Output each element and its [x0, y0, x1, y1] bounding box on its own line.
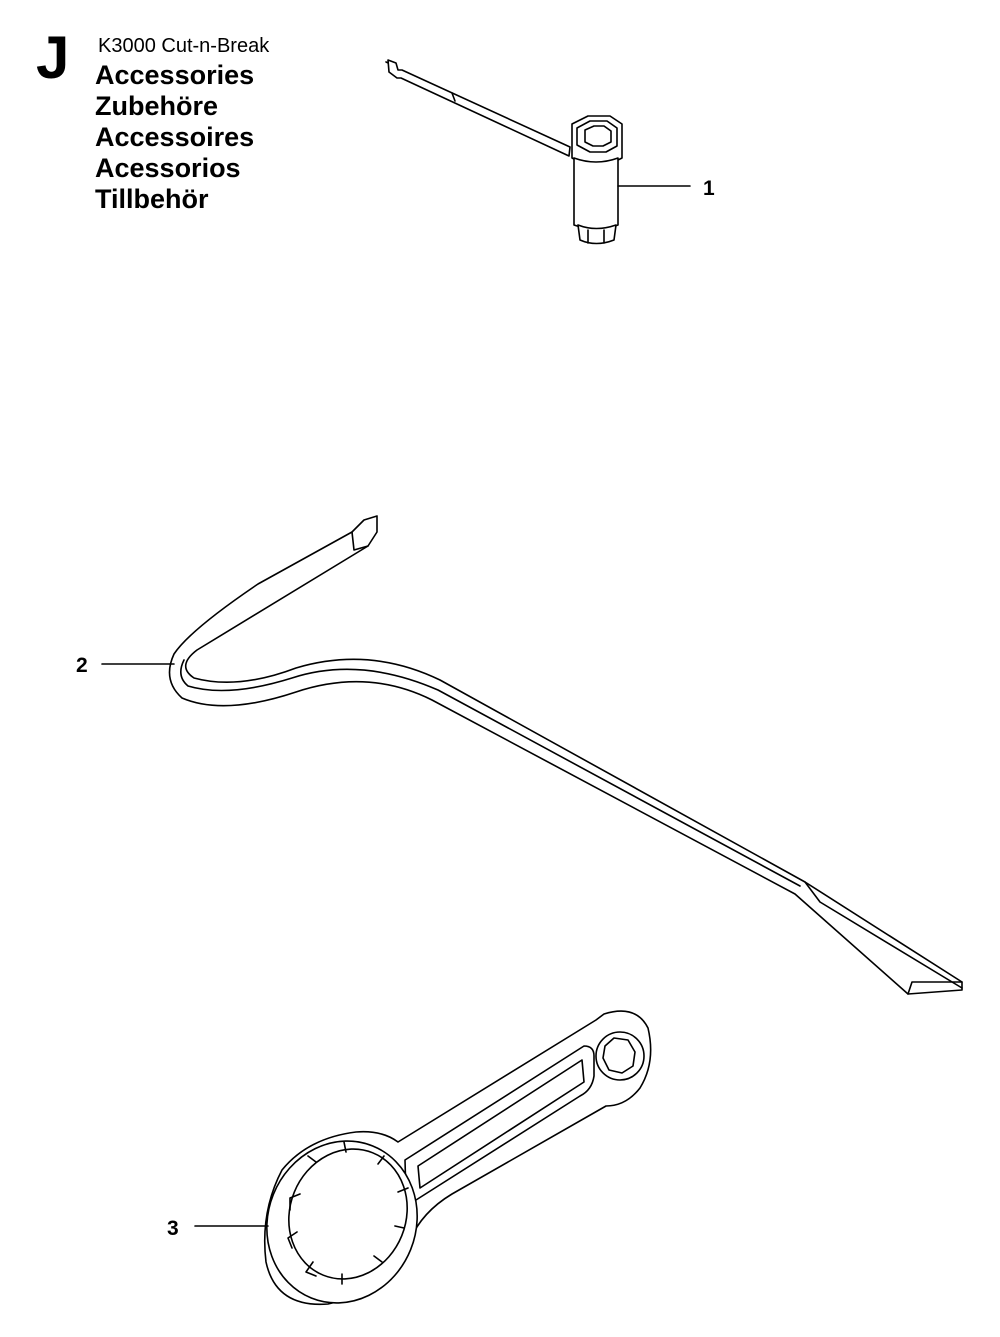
pry-bar-icon [101, 515, 963, 995]
callout-2: 2 [76, 654, 88, 677]
title-swedish: Tillbehör [95, 184, 209, 214]
title-list: Accessories Zubehöre Accessoires Acessor… [95, 60, 254, 215]
callout-3: 3 [167, 1217, 179, 1240]
combination-spanner-icon [194, 1010, 652, 1306]
title-portuguese: Acessorios [95, 153, 241, 183]
model-name: K3000 Cut-n-Break [98, 35, 270, 57]
title-german: Zubehöre [95, 91, 219, 121]
socket-wrench-icon [385, 59, 691, 245]
title-english: Accessories [95, 60, 255, 90]
callout-1: 1 [703, 177, 715, 200]
title-french: Accessoires [95, 122, 255, 152]
section-letter: J [36, 24, 70, 91]
